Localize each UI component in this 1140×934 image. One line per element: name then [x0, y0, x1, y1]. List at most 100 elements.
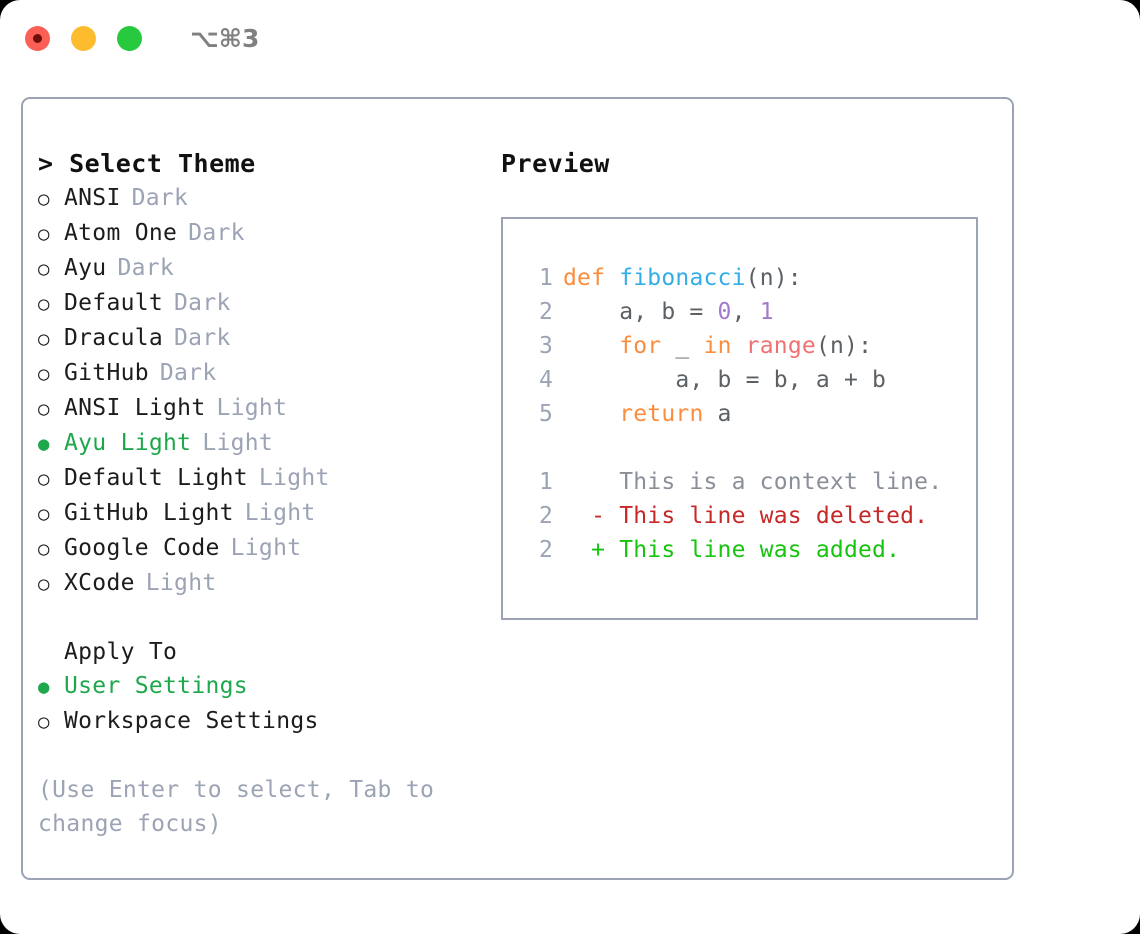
code-line-number: 2	[538, 299, 553, 325]
radio-unselected-icon: ○	[38, 468, 50, 490]
code-token-pun: (n):	[745, 265, 802, 291]
code-line-number: 3	[538, 333, 553, 359]
code-line-0: 1 def fibonacci(n):	[521, 261, 976, 295]
radio-unselected-icon: ○	[38, 538, 50, 560]
theme-option-label: Ayu	[64, 255, 107, 281]
theme-option-variant: Light	[202, 430, 274, 456]
radio-selected-icon: ●	[38, 676, 50, 698]
preview-heading: Preview	[501, 149, 610, 178]
code-line-number: 5	[538, 401, 553, 427]
diff-line-number: 2	[538, 503, 553, 529]
diff-line-number: 2	[538, 537, 553, 563]
radio-unselected-icon: ○	[38, 258, 50, 280]
theme-option-2[interactable]: ○ Ayu Dark	[38, 251, 488, 286]
help-hint-text: (Use Enter to select, Tab to change focu…	[38, 777, 449, 837]
radio-unselected-icon: ○	[38, 293, 50, 315]
theme-option-variant: Dark	[174, 325, 231, 351]
radio-unselected-icon: ○	[38, 573, 50, 595]
code-line-3: 4 a, b = b, a + b	[521, 363, 976, 397]
theme-option-label: Default	[64, 290, 164, 316]
radio-unselected-icon: ○	[38, 711, 50, 733]
code-line-text: def fibonacci(n):	[563, 261, 802, 295]
code-line-4: 5 return a	[521, 397, 976, 431]
radio-selected-icon: ●	[38, 433, 50, 455]
code-line-1: 2 a, b = 0, 1	[521, 295, 976, 329]
apply-to-option-label: User Settings	[64, 673, 248, 699]
code-line-text: a, b = 0, 1	[563, 295, 774, 329]
theme-option-7[interactable]: ● Ayu Light Light	[38, 426, 488, 461]
apply-to-option-label: Workspace Settings	[64, 708, 319, 734]
theme-option-label: GitHub	[64, 360, 149, 386]
theme-option-variant: Dark	[159, 360, 217, 386]
diff-line-text-add: + This line was added.	[563, 537, 901, 563]
radio-unselected-icon: ○	[38, 328, 50, 350]
diff-line-text-del: - This line was deleted.	[563, 503, 929, 529]
code-line-number: 1	[538, 265, 553, 291]
close-button[interactable]	[25, 25, 50, 51]
code-line-text: return a	[563, 397, 732, 431]
apply-to-option-0[interactable]: ● User Settings	[38, 669, 488, 704]
radio-unselected-icon: ○	[38, 398, 50, 420]
theme-option-variant: Dark	[131, 185, 189, 211]
theme-option-variant: Light	[258, 465, 330, 491]
code-line-2: 3 for _ in range(n):	[521, 329, 976, 363]
apply-to-option-1[interactable]: ○ Workspace Settings	[38, 704, 488, 739]
theme-option-4[interactable]: ○ Dracula Dark	[38, 321, 488, 356]
code-token-pun: ,	[731, 299, 760, 325]
code-token-kw: for	[619, 333, 662, 359]
code-diff-spacer	[521, 431, 976, 465]
theme-option-variant: Light	[244, 500, 316, 526]
theme-option-label: GitHub Light	[64, 500, 234, 526]
code-token-bi: range	[745, 333, 816, 359]
theme-option-label: ANSI Light	[64, 395, 206, 421]
code-token-var	[563, 401, 619, 427]
diff-sample: 1 This is a context line.2 - This line w…	[521, 465, 976, 567]
code-token-var: a, b =	[563, 299, 718, 325]
theme-option-label: XCode	[64, 570, 135, 596]
code-line-text: for _ in range(n):	[563, 329, 872, 363]
theme-option-label: Ayu Light	[64, 430, 192, 456]
title-bar: ⌥⌘3	[0, 0, 1140, 76]
diff-line-0: 1 This is a context line.	[521, 465, 976, 499]
theme-option-variant: Dark	[174, 290, 231, 316]
diff-line-1: 2 - This line was deleted.	[521, 499, 976, 533]
maximize-button[interactable]	[117, 25, 142, 51]
theme-option-3[interactable]: ○ Default Dark	[38, 286, 488, 321]
code-token-var	[732, 333, 746, 359]
theme-option-11[interactable]: ○ XCode Light	[38, 566, 488, 601]
radio-unselected-icon: ○	[38, 223, 50, 245]
minimize-button[interactable]	[71, 25, 96, 51]
code-token-num: 1	[759, 299, 774, 325]
apply-to-option-list[interactable]: ● User Settings ○ Workspace Settings	[38, 669, 488, 739]
code-token-kw: def	[563, 265, 620, 291]
code-line-number: 4	[538, 367, 553, 393]
select-theme-heading: > Select Theme	[38, 149, 256, 178]
theme-option-label: Google Code	[64, 535, 220, 561]
code-token-var: a, b = b, a + b	[563, 367, 887, 393]
apply-to-heading: Apply To	[64, 639, 178, 665]
theme-option-label: ANSI	[64, 185, 121, 211]
diff-line-2: 2 + This line was added.	[521, 533, 976, 567]
theme-option-label: Dracula	[64, 325, 164, 351]
diff-line-number: 1	[538, 469, 553, 495]
code-token-num: 0	[717, 299, 732, 325]
code-token-var: a	[703, 401, 732, 427]
theme-option-variant: Light	[145, 570, 217, 596]
code-token-fn: fibonacci	[619, 265, 746, 291]
theme-option-variant: Dark	[117, 255, 175, 281]
code-token-var	[563, 333, 619, 359]
theme-option-variant: Dark	[188, 220, 245, 246]
